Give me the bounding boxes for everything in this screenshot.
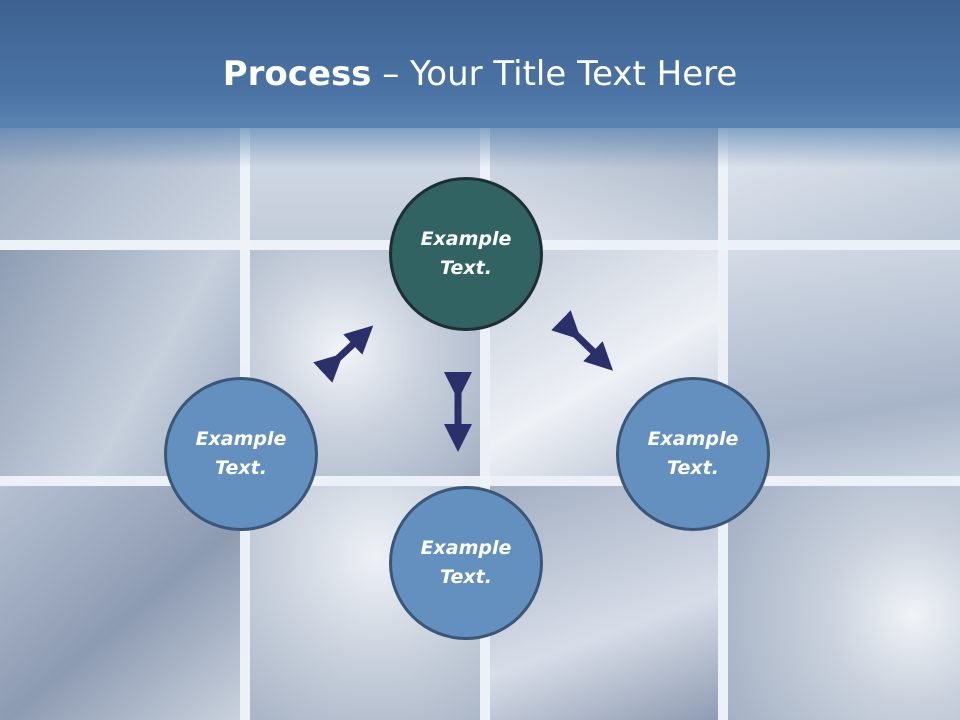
node-label-line2: Text. <box>440 566 492 588</box>
grid-divider <box>0 476 960 486</box>
node-label-line1: Example <box>420 228 512 250</box>
arrow-top-right <box>551 310 614 371</box>
grid-divider <box>240 0 250 720</box>
node-label-line1: Example <box>420 537 512 559</box>
node-label-line2: Text. <box>667 457 719 479</box>
node-label-line2: Text. <box>440 257 492 279</box>
title-banner <box>0 0 960 128</box>
background-photo-tile <box>728 486 960 720</box>
node-label-line2: Text. <box>215 457 267 479</box>
slide-title-bold: Process <box>222 54 372 94</box>
node-label-line1: Example <box>195 428 287 450</box>
slide-title: Process – Your Title Text Here <box>0 52 960 96</box>
arrow-top-left <box>313 325 374 383</box>
title-banner-fade <box>0 118 960 168</box>
process-node-top: Example Text. <box>389 177 543 331</box>
process-node-right: Example Text. <box>616 377 770 531</box>
process-node-bottom: Example Text. <box>389 486 543 640</box>
node-label-line1: Example <box>647 428 739 450</box>
process-node-left: Example Text. <box>164 377 318 531</box>
slide-title-rest: – Your Title Text Here <box>371 54 738 94</box>
background-photo-tile <box>0 486 240 720</box>
grid-divider <box>718 0 728 720</box>
grid-divider <box>480 0 490 720</box>
